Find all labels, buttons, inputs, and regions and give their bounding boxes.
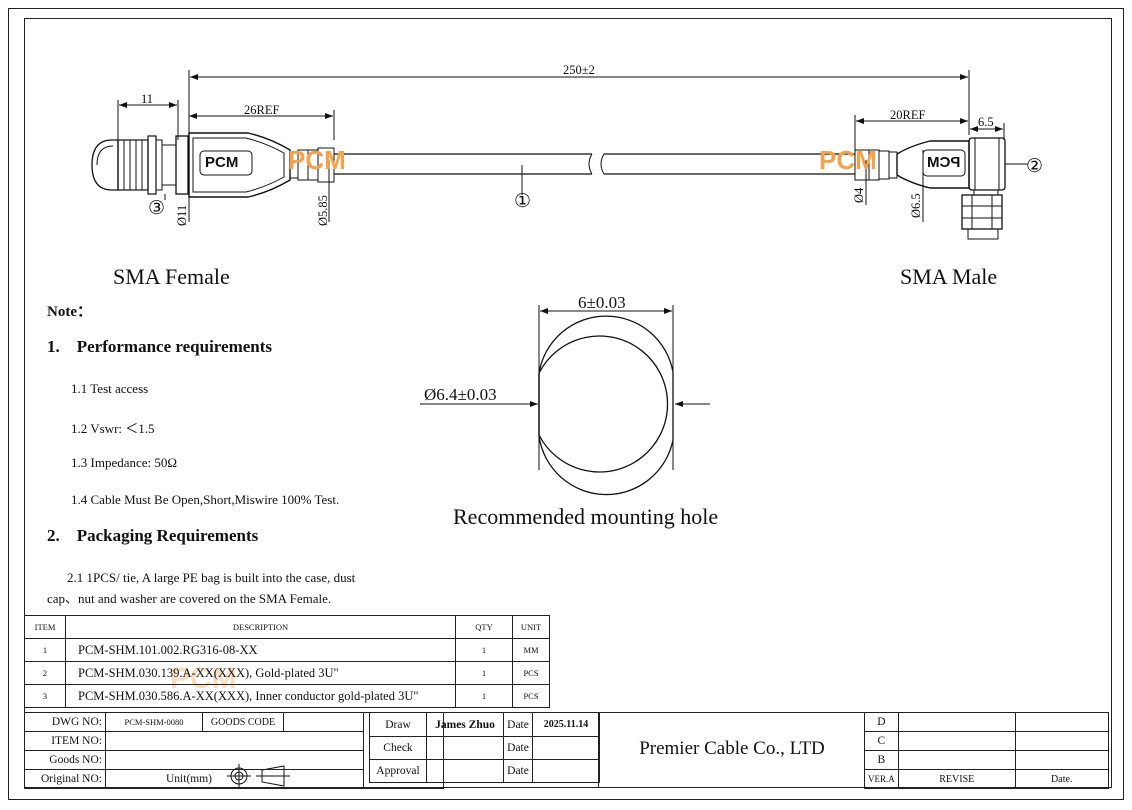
bom-header-unit: UNIT xyxy=(512,615,550,639)
bom-description: PCM-SHM.030.139.A-XX(XXX), Gold-plated 3… xyxy=(65,661,456,685)
bom-item: 2 xyxy=(24,661,66,685)
callout-2: ② xyxy=(1026,156,1044,177)
drawing-border xyxy=(24,18,1112,788)
rev-cell xyxy=(1014,712,1109,732)
bom-table: ITEM DESCRIPTION QTY UNIT 1 PCM-SHM.101.… xyxy=(24,615,550,708)
dim-26ref: 26REF xyxy=(244,103,280,117)
watermark-right: PCM xyxy=(819,145,877,175)
dwg-no-label: DWG NO: xyxy=(24,712,106,732)
draw-label: Draw xyxy=(369,712,427,737)
goods-no-label: Goods NO: xyxy=(24,750,106,770)
date-label: Date xyxy=(503,736,533,760)
date-label: Date xyxy=(503,759,533,783)
check-name xyxy=(426,736,504,760)
dim-overall: 250±2 xyxy=(563,63,595,77)
bom-item: 1 xyxy=(24,638,66,662)
hole-diameter-dim: Ø6.4±0.03 xyxy=(424,385,497,404)
dim-dia585: Ø5.85 xyxy=(316,195,330,226)
section-1-heading: 1. Performance requirements xyxy=(47,337,273,356)
note-item-1: 1.1 Test access xyxy=(71,381,149,396)
note-title: Note： xyxy=(47,304,92,320)
dim-6-5: 6.5 xyxy=(978,115,994,129)
bom-item: 3 xyxy=(24,684,66,708)
dim-dia4: Ø4 xyxy=(852,187,866,203)
hole-width-dim: 6±0.03 xyxy=(578,293,626,312)
dwg-no-value: PCM-SHM-0080 xyxy=(105,712,203,732)
bom-qty: 1 xyxy=(455,661,513,685)
callout-3: ③ xyxy=(148,198,166,219)
table-row: 3 PCM-SHM.030.586.A-XX(XXX), Inner condu… xyxy=(24,684,550,708)
date2-label: Date. xyxy=(1014,769,1109,789)
rev-letter-c: C xyxy=(864,731,899,751)
callout-1: ① xyxy=(514,191,532,212)
dim-dia65: Ø6.5 xyxy=(909,193,923,218)
table-row: 2 PCM-SHM.030.139.A-XX(XXX), Gold-plated… xyxy=(24,661,550,685)
rev-cell xyxy=(897,750,1016,770)
rev-letter-d: D xyxy=(864,712,899,732)
item-no-value xyxy=(105,731,364,751)
rev-cell xyxy=(1014,750,1109,770)
rev-cell xyxy=(1014,731,1109,751)
goods-code-value xyxy=(283,712,364,732)
rev-letter-b: B xyxy=(864,750,899,770)
title-block-approvals: Draw James Zhuo Date 2025.11.14 Check Da… xyxy=(369,712,600,783)
bom-header-description: DESCRIPTION xyxy=(65,615,456,639)
bom-qty: 1 xyxy=(455,684,513,708)
bom-description: PCM-SHM.030.586.A-XX(XXX), Inner conduct… xyxy=(65,684,456,708)
note-item-3: 1.3 Impedance: 50Ω xyxy=(71,455,178,470)
draw-date: 2025.11.14 xyxy=(532,712,600,737)
packaging-line-1: 2.1 1PCS/ tie, A large PE bag is built i… xyxy=(67,570,356,585)
company-name: Premier Cable Co., LTD xyxy=(639,738,825,759)
dim-20ref: 20REF xyxy=(890,108,926,122)
note-item-4: 1.4 Cable Must Be Open,Short,Miswire 100… xyxy=(71,492,340,507)
goods-no-value xyxy=(105,750,364,770)
bom-unit: PCS xyxy=(512,684,550,708)
date-label: Date xyxy=(503,712,533,737)
bom-qty: 1 xyxy=(455,638,513,662)
approval-label: Approval xyxy=(369,759,427,783)
packaging-line-2: cap、nut and washer are covered on the SM… xyxy=(47,591,332,606)
original-no-label: Original NO: xyxy=(24,769,106,789)
note-item-2: 1.2 Vswr: ＜1.5 xyxy=(71,421,155,436)
draw-name: James Zhuo xyxy=(426,712,504,737)
connector-right-label: SMA Male xyxy=(900,264,998,289)
bom-header-row: ITEM DESCRIPTION QTY UNIT xyxy=(24,615,550,639)
table-row: 1 PCM-SHM.101.002.RG316-08-XX 1 MM xyxy=(24,638,550,662)
dim-11: 11 xyxy=(141,92,154,106)
dim-dia11: Ø11 xyxy=(175,204,189,226)
approval-name xyxy=(426,759,504,783)
bom-header-item: ITEM xyxy=(24,615,66,639)
boot-label-left: PCM xyxy=(205,154,239,171)
connector-left-label: SMA Female xyxy=(113,264,230,289)
check-date xyxy=(532,736,600,760)
bom-header-qty: QTY xyxy=(455,615,513,639)
item-no-label: ITEM NO: xyxy=(24,731,106,751)
ver-label: VER.A xyxy=(864,769,899,789)
bom-unit: MM xyxy=(512,638,550,662)
approval-date xyxy=(532,759,600,783)
hole-caption: Recommended mounting hole xyxy=(453,504,719,529)
goods-code-label: GOODS CODE xyxy=(202,712,284,732)
unit-label: Unit(mm) xyxy=(105,769,364,789)
section-2-heading: 2. Packaging Requirements xyxy=(47,526,259,545)
revise-label: REVISE xyxy=(897,769,1016,789)
revision-table: D C B VER.A REVISE Date. xyxy=(864,712,1109,789)
check-label: Check xyxy=(369,736,427,760)
watermark-left: PCM xyxy=(288,145,346,175)
company-cell: Premier Cable Co., LTD xyxy=(598,712,865,788)
bom-description: PCM-SHM.101.002.RG316-08-XX xyxy=(65,638,456,662)
rev-cell xyxy=(897,712,1016,732)
bom-unit: PCS xyxy=(512,661,550,685)
rev-cell xyxy=(897,731,1016,751)
drawing-frame xyxy=(8,8,1124,800)
boot-label-right: PCM xyxy=(927,154,961,171)
